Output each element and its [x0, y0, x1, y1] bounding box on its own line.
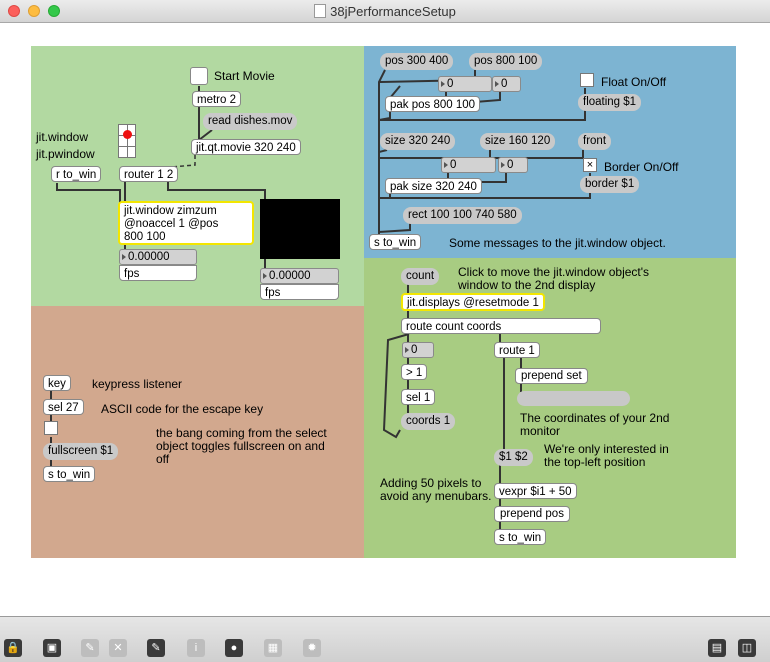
fullscreen-message[interactable]: fullscreen $1	[43, 443, 119, 460]
fullscreen-toggle[interactable]	[44, 421, 58, 435]
prepend-set-message[interactable]: prepend set	[515, 368, 588, 384]
document-icon	[314, 4, 327, 18]
sel-1-object[interactable]: sel 1	[401, 389, 436, 405]
object-palette-icon[interactable]: ✎	[81, 639, 99, 657]
float-label: Float On/Off	[601, 75, 667, 89]
receive-to-win-object[interactable]: r to_win	[51, 166, 102, 182]
jit-pwindow-label: jit.pwindow	[36, 147, 95, 161]
bang-comment-line-1: the bang coming from the select	[156, 426, 327, 440]
start-movie-toggle[interactable]	[190, 67, 208, 85]
route-count-coords-object[interactable]: route count coords	[401, 318, 601, 334]
jit-window-line-1: jit.window zimzum	[124, 205, 217, 217]
border-label: Border On/Off	[604, 160, 679, 174]
connect-icon[interactable]: ●	[225, 639, 243, 657]
prepend-pos-message[interactable]: prepend pos	[494, 506, 570, 522]
key-object[interactable]: key	[43, 375, 71, 391]
snap-icon[interactable]: ✹	[303, 639, 321, 657]
size-h-number-box[interactable]: 0	[498, 157, 528, 173]
coords-1-message[interactable]: coords 1	[401, 413, 456, 430]
sidebar-icon[interactable]: ◫	[738, 639, 756, 657]
interested-comment: We're only interested in the top-left po…	[544, 443, 669, 469]
split-view-icon[interactable]: ▤	[708, 639, 726, 657]
click-comment: Click to move the jit.window object's wi…	[458, 266, 649, 292]
pak-size-object[interactable]: pak size 320 240	[385, 178, 482, 194]
router-object[interactable]: router 1 2	[119, 166, 179, 182]
pos-y-number-box[interactable]: 0	[492, 76, 521, 92]
fps-number-box-1[interactable]: 0.00000	[119, 249, 197, 265]
presentation-icon[interactable]: ▣	[43, 639, 61, 657]
click-comment-line-1: Click to move the jit.window object's	[458, 265, 650, 279]
border-message[interactable]: border $1	[580, 176, 640, 193]
size-320-240-message[interactable]: size 320 240	[380, 133, 456, 150]
start-movie-label: Start Movie	[214, 69, 275, 83]
patcher-toolbar: 🔒 ▣ ✎ ✕ ✎ i ● ▦ ✹ ▤ ◫	[0, 616, 770, 662]
vexpr-object[interactable]: vexpr $i1 + 50	[494, 483, 577, 499]
size-160-120-message[interactable]: size 160 120	[480, 133, 556, 150]
jit-window-label: jit.window	[36, 130, 89, 144]
panel-keyboard	[31, 306, 364, 558]
keypress-label: keypress listener	[92, 377, 183, 391]
bang-comment-line-2: object toggles fullscreen on and	[156, 439, 325, 453]
count-message[interactable]: count	[401, 268, 440, 285]
jit-window-object[interactable]: jit.window zimzum @noaccel 1 @pos 800 10…	[118, 201, 254, 245]
panel-window-messages	[364, 46, 736, 258]
matrix-control-icon[interactable]	[118, 124, 136, 158]
matrix-point-icon	[123, 130, 132, 139]
ascii-label: ASCII code for the escape key	[101, 402, 264, 416]
close-window-button[interactable]	[8, 5, 20, 17]
adding-comment-line-2: avoid any menubars.	[380, 489, 492, 503]
jit-qt-movie-object[interactable]: jit.qt.movie 320 240	[191, 139, 301, 155]
coords-comment: The coordinates of your 2nd monitor	[520, 412, 669, 438]
lock-icon[interactable]: 🔒	[4, 639, 22, 657]
pos-300-400-message[interactable]: pos 300 400	[380, 53, 454, 70]
interested-comment-line-2: the top-left position	[544, 455, 646, 469]
float-toggle[interactable]	[580, 73, 594, 87]
pos-800-100-message[interactable]: pos 800 100	[469, 53, 543, 70]
pos-x-number-box[interactable]: 0	[438, 76, 492, 92]
minimize-window-button[interactable]	[28, 5, 40, 17]
adding-comment-line-1: Adding 50 pixels to	[380, 476, 482, 490]
dollar-1-dollar-2-message[interactable]: $1 $2	[494, 449, 533, 466]
jit-displays-object[interactable]: jit.displays @resetmode 1	[401, 293, 545, 311]
greater-than-1-object[interactable]: > 1	[401, 364, 428, 380]
inspector-icon[interactable]: i	[187, 639, 205, 657]
click-comment-line-2: window to the 2nd display	[458, 278, 596, 292]
rect-message[interactable]: rect 100 100 740 580	[403, 207, 522, 224]
metro-object[interactable]: metro 2	[192, 91, 241, 107]
route-1-object[interactable]: route 1	[494, 342, 540, 358]
matrix-grid-lines	[127, 125, 128, 157]
window-messages-comment: Some messages to the jit.window object.	[449, 236, 666, 250]
fps-number-box-2[interactable]: 0.00000	[260, 268, 339, 284]
grid-icon[interactable]: ▦	[264, 639, 282, 657]
coords-comment-line-1: The coordinates of your 2nd	[520, 411, 670, 425]
floating-message[interactable]: floating $1	[578, 94, 642, 111]
bang-comment: the bang coming from the select object t…	[156, 427, 327, 466]
window-title: 38jPerformanceSetup	[0, 4, 770, 19]
sel-27-object[interactable]: sel 27	[43, 399, 84, 415]
fps-object-1[interactable]: fps	[119, 265, 197, 281]
clear-icon[interactable]: ✕	[109, 639, 127, 657]
window-titlebar: 38jPerformanceSetup	[0, 0, 770, 23]
fps-object-2[interactable]: fps	[260, 284, 339, 300]
read-movie-message[interactable]: read dishes.mov	[203, 113, 298, 130]
size-w-number-box[interactable]: 0	[441, 157, 496, 173]
pak-pos-object[interactable]: pak pos 800 100	[385, 96, 481, 112]
jit-window-line-2: @noaccel 1 @pos	[124, 218, 219, 230]
bang-comment-line-3: off	[156, 452, 170, 466]
send-to-win-object[interactable]: s to_win	[369, 234, 422, 250]
zoom-window-button[interactable]	[48, 5, 60, 17]
adding-comment: Adding 50 pixels to avoid any menubars.	[380, 477, 491, 503]
display-count-number-box[interactable]: 0	[402, 342, 434, 358]
interested-comment-line-1: We're only interested in	[544, 442, 669, 456]
coords-comment-line-2: monitor	[520, 424, 561, 438]
jit-pwindow-display[interactable]	[260, 199, 340, 259]
front-message[interactable]: front	[578, 133, 612, 150]
jit-window-line-3: 800 100	[124, 231, 166, 243]
draw-icon[interactable]: ✎	[147, 639, 165, 657]
send-to-win-object-3[interactable]: s to_win	[494, 529, 547, 545]
send-to-win-object-2[interactable]: s to_win	[43, 466, 96, 482]
coordinates-display-message[interactable]	[517, 391, 630, 406]
border-toggle[interactable]: ×	[583, 158, 597, 172]
